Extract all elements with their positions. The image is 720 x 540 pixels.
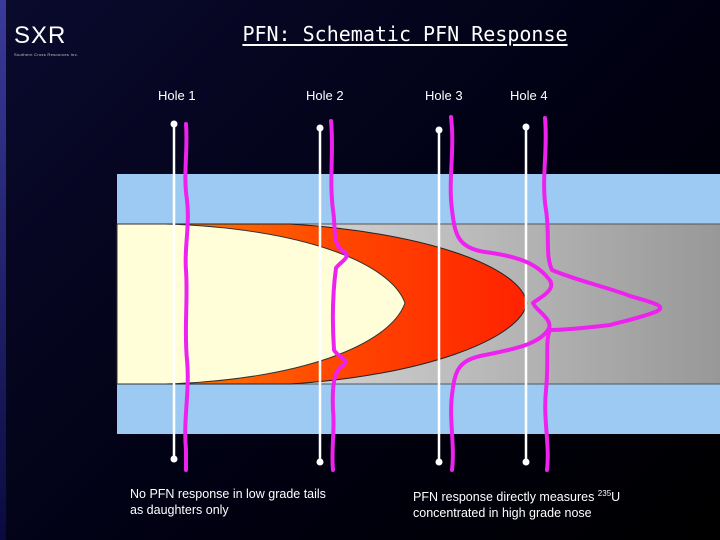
pfn-trace-hole-1 bbox=[183, 122, 190, 472]
upper-band bbox=[117, 174, 720, 224]
isotope-mass-number: 235 bbox=[597, 489, 612, 498]
drill-marker-icon bbox=[316, 124, 324, 132]
pfn-trace-hole-2 bbox=[329, 119, 349, 472]
right-caption: PFN response directly measures 235U conc… bbox=[413, 486, 620, 521]
right-caption-element: U bbox=[611, 490, 621, 505]
logo-tagline: Southern Cross Resources Inc. bbox=[14, 52, 79, 57]
lower-band bbox=[117, 384, 720, 434]
right-caption-text-before: PFN response directly measures bbox=[413, 490, 598, 505]
drill-marker-icon bbox=[170, 455, 178, 463]
drill-marker-icon bbox=[522, 123, 530, 131]
hole-4-label: Hole 4 bbox=[510, 88, 548, 103]
hole-3-label: Hole 3 bbox=[425, 88, 463, 103]
hole-2-label: Hole 2 bbox=[306, 88, 344, 103]
page-title: PFN: Schematic PFN Response bbox=[242, 22, 568, 46]
drill-marker-icon bbox=[435, 458, 443, 466]
sxr-logo: SXR bbox=[14, 22, 67, 49]
left-caption: No PFN response in low grade tails as da… bbox=[130, 486, 326, 518]
pfn-trace-hole-4 bbox=[542, 116, 663, 472]
pfn-trace-hole-3 bbox=[448, 115, 553, 472]
left-caption-line-1: No PFN response in low grade tails bbox=[130, 487, 326, 501]
drill-marker-icon bbox=[522, 458, 530, 466]
left-caption-line-2: as daughters only bbox=[130, 503, 229, 517]
drill-marker-icon bbox=[170, 120, 178, 128]
drill-marker-icon bbox=[435, 126, 443, 134]
hole-1-label: Hole 1 bbox=[158, 88, 196, 103]
drill-marker-icon bbox=[316, 458, 324, 466]
left-accent-bar bbox=[0, 0, 6, 540]
right-caption-line-2: concentrated in high grade nose bbox=[413, 506, 592, 521]
right-caption-line-1: PFN response directly measures 235U bbox=[413, 486, 620, 505]
